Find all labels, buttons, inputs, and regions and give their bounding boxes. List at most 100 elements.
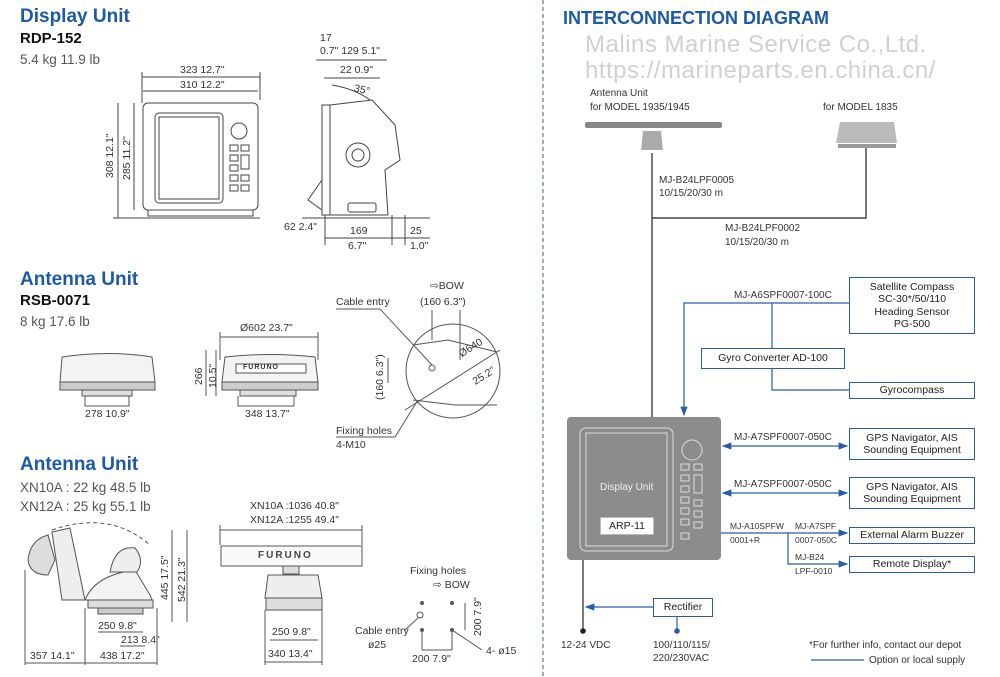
display-unit-side-drawing	[302, 59, 430, 245]
gyro-converter-label: Gyro Converter AD-100	[718, 352, 828, 365]
xn-cable-diam: ø25	[368, 639, 387, 651]
ac-label-2: 220/230VAC	[653, 653, 709, 664]
sat-line-4: PG-500	[893, 318, 931, 330]
open-array-antenna	[585, 122, 722, 128]
satellite-compass-box: Satellite Compass SC-30*/50/110 Heading …	[849, 277, 975, 334]
xn12a-weight: XN12A : 25 kg 55.1 lb	[20, 499, 151, 514]
rsb-fixing-spec: 4-M10	[336, 439, 366, 451]
remote-display-box: Remote Display*	[849, 556, 975, 573]
dim-depth-mm: 169	[350, 225, 368, 237]
remote-display-label: Remote Display*	[872, 558, 952, 571]
dim-xn12a-length: XN12A :1255 49.4"	[250, 514, 339, 526]
dim-side-22: 22 0.9"	[340, 64, 373, 76]
rectifier-box: Rectifier	[653, 598, 713, 617]
gps1-line-1: GPS Navigator, AIS	[866, 431, 958, 444]
dim-xn-250: 250 9.8"	[98, 620, 137, 632]
rsb-antenna-drawings	[59, 308, 501, 438]
sat-line-3: Heading Sensor	[874, 305, 950, 318]
xn-bow: ⇨ BOW	[433, 579, 470, 591]
gyro-converter-box: Gyro Converter AD-100	[701, 348, 845, 369]
cable-sat-compass: MJ-A6SPF0007-100C	[734, 290, 832, 301]
dim-xn-542: 542 21.3"	[176, 557, 188, 602]
dim-depth-in: 6.7"	[348, 240, 367, 252]
display-unit-heading: Display Unit	[20, 6, 130, 27]
dim-xn10a-length: XN10A :1036 40.8"	[250, 500, 339, 512]
cable-a10-2: 0001+R	[730, 535, 761, 545]
gyrocompass-box: Gyrocompass	[849, 382, 975, 399]
cable-1-name: MJ-B24LPF0005	[659, 175, 735, 186]
rectifier-label: Rectifier	[663, 601, 703, 614]
dim-xn-f250: 250 9.8"	[272, 626, 311, 638]
dim-height-inner: 285 11.2"	[121, 136, 133, 180]
legend-option: Option or local supply	[869, 655, 966, 666]
dim-rear-in: 1.0"	[410, 240, 429, 252]
interconnection-title: INTERCONNECTION DIAGRAM	[563, 8, 829, 28]
cable-2-length: 10/15/20/30 m	[725, 237, 789, 248]
dim-width-inner: 310 12.2"	[180, 79, 225, 91]
arp11-label-box: ARP-11	[600, 517, 654, 535]
radome-antenna	[836, 122, 897, 143]
dim-xn-h200: 200 7.9"	[412, 653, 451, 665]
cable-a7-2: 0007-050C	[795, 535, 838, 545]
interconnection-lines	[580, 122, 897, 661]
rsb-weight: 8 kg 17.6 lb	[20, 314, 90, 329]
dim-width-outer: 323 12.7"	[180, 64, 225, 76]
dim-xn-357: 357 14.1"	[30, 650, 75, 662]
dc-label: 12-24 VDC	[561, 640, 611, 651]
cable-b24-1: MJ-B24	[795, 552, 825, 562]
furuno-logo-xn: FURUNO	[258, 550, 313, 561]
rsb-heading: Antenna Unit	[20, 269, 139, 290]
xn-holes: 4- ø15	[486, 645, 517, 657]
ac-label-1: 100/110/115/	[653, 640, 710, 651]
xn-cable-entry: Cable entry	[355, 625, 409, 637]
dim-xn-445: 445 17.5"	[159, 555, 171, 600]
rsb-fixing-holes: Fixing holes	[336, 425, 393, 437]
rsb-model: RSB-0071	[20, 292, 91, 309]
gps2-line-2: Sounding Equipment	[863, 493, 961, 505]
rsb-bow: ⇨BOW	[430, 280, 464, 292]
cable-b24-2: LPF-0010	[795, 566, 833, 576]
dim-rsb-base-left: 278 10.9"	[85, 408, 130, 420]
rsb-dim-160-top: (160 6.3")	[420, 296, 466, 308]
dim-xn-f340: 340 13.4"	[268, 648, 313, 660]
dim-side-62: 62 2.4"	[284, 221, 317, 233]
xn-antenna-drawings	[24, 522, 483, 665]
radome-label: for MODEL 1835	[823, 102, 898, 113]
antenna-label-1: Antenna Unit	[590, 88, 648, 99]
dim-height-outer: 308 12.1"	[104, 133, 116, 178]
dim-side-top: 0.7" 129 5.1"	[320, 45, 381, 57]
dim-xn-213: 213 8.4"	[121, 634, 160, 646]
xn10a-weight: XN10A : 22 kg 48.5 lb	[20, 480, 151, 495]
display-unit-weight: 5.4 kg 11.9 lb	[20, 52, 101, 67]
cable-a10-1: MJ-A10SPFW	[730, 521, 784, 531]
dim-side-17: 17	[320, 32, 332, 44]
cable-1-length: 10/15/20/30 m	[659, 188, 723, 199]
dim-rsb-height-mm: 266	[193, 367, 205, 385]
rsb-dim-160-side: (160 6.3")	[374, 354, 386, 400]
cable-gps1: MJ-A7SPF0007-050C	[734, 432, 832, 443]
alarm-box: External Alarm Buzzer	[849, 527, 975, 544]
watermark-company: Malins Marine Service Co.,Ltd.	[585, 31, 927, 58]
display-unit-front-drawing	[113, 72, 261, 219]
gps1-line-2: Sounding Equipment	[863, 444, 961, 456]
xn-fixing-holes: Fixing holes	[410, 565, 467, 577]
alarm-label: External Alarm Buzzer	[860, 529, 964, 542]
furuno-logo: FURUNO	[243, 364, 279, 371]
arp11-label: ARP-11	[609, 519, 645, 532]
dim-xn-438: 438 17.2"	[100, 650, 145, 662]
gps1-box: GPS Navigator, AIS Sounding Equipment	[849, 428, 975, 460]
dim-xn-v200: 200 7.9"	[472, 597, 484, 636]
sat-line-2: SC-30*/50/110	[877, 293, 947, 305]
sat-line-1: Satellite Compass	[869, 280, 955, 293]
rsb-cable-entry: Cable entry	[336, 296, 390, 308]
gps2-box: GPS Navigator, AIS Sounding Equipment	[849, 477, 975, 509]
watermark-url: https://marineparts.en.china.cn/	[585, 57, 936, 84]
dim-rsb-diameter: Ø602 23.7"	[240, 322, 293, 334]
dim-rear-mm: 25	[410, 225, 422, 237]
xn-heading: Antenna Unit	[20, 454, 139, 475]
cable-a7-1: MJ-A7SPF	[795, 521, 837, 531]
display-unit-label: Display Unit	[600, 482, 654, 493]
display-unit-model: RDP-152	[20, 30, 82, 47]
